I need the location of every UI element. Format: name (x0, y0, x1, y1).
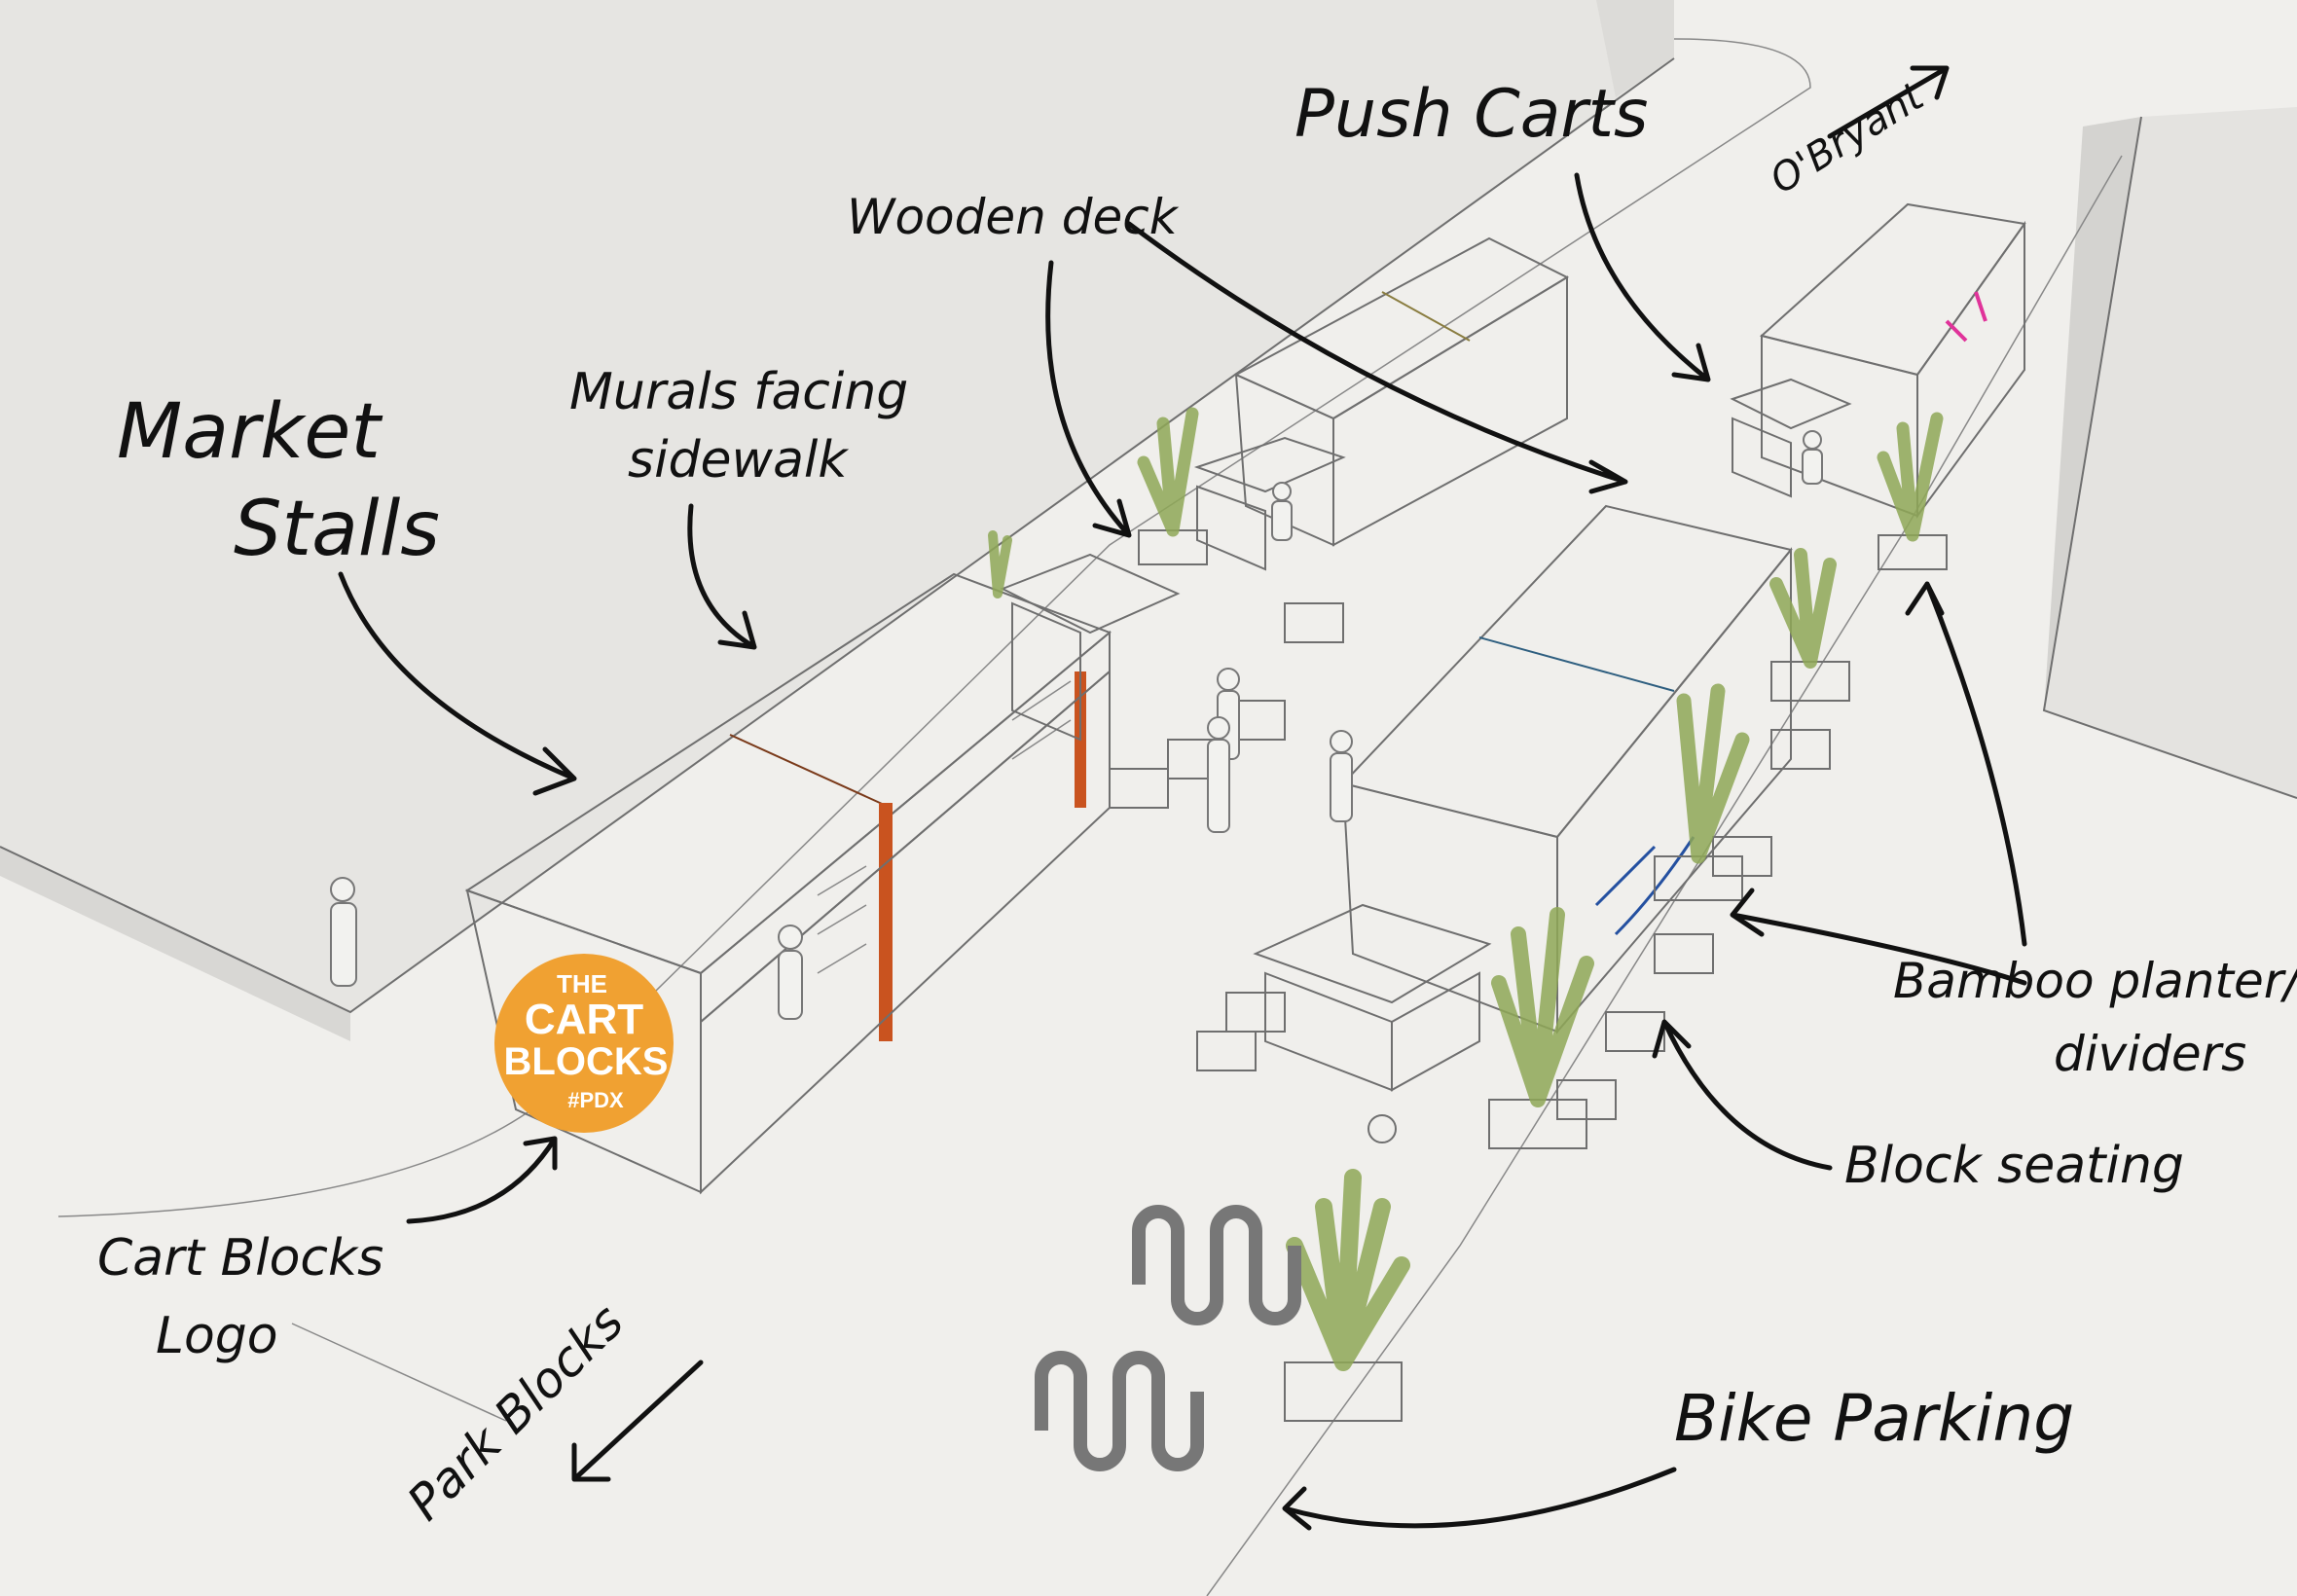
label-push-carts: Push Carts (1294, 76, 1648, 153)
push-cart-back-left (1193, 436, 1346, 571)
label-wooden-deck: Wooden deck (847, 189, 1180, 245)
push-cart-back-right (1730, 378, 1852, 498)
person (330, 877, 357, 987)
cart-blocks-logo: THE CART BLOCKS #PDX (494, 954, 674, 1133)
right-building (2042, 107, 2297, 799)
logo-line-the: THE (557, 969, 607, 998)
label-murals-line1: Murals facing (569, 363, 908, 421)
push-cart-orange (1000, 553, 1181, 742)
label-stalls: Stalls (234, 486, 440, 573)
planter (1137, 407, 1208, 565)
bike-rack-2 (1035, 1351, 1204, 1471)
label-bamboo-line2: dividers (2054, 1026, 2246, 1082)
person (1271, 482, 1293, 541)
push-cart-front (1253, 903, 1492, 1143)
arrow-block-seating (1652, 1019, 1833, 1171)
arrow-wooden-deck-right (1126, 221, 1628, 494)
label-murals-line2: sidewalk (628, 431, 849, 490)
person (778, 925, 803, 1020)
logo-line-pdx: #PDX (567, 1088, 624, 1112)
arrow-obryant (1827, 65, 1950, 139)
market-stall-olive (1233, 236, 1570, 547)
annotation-arrows (338, 65, 2027, 1531)
planter (1488, 907, 1594, 1149)
bamboo-planters (988, 407, 1948, 1422)
bike-rack-1 (1132, 1205, 1301, 1325)
label-block-seating: Block seating (1844, 1137, 2184, 1195)
arrow-push-carts (1574, 172, 1711, 382)
planter (1877, 412, 1948, 570)
arrow-murals (687, 503, 757, 650)
arrow-logo (406, 1136, 558, 1224)
arrow-park-blocks (571, 1360, 704, 1482)
planter (1654, 683, 1750, 901)
arrow-wooden-deck-left (1045, 260, 1132, 538)
arrow-bamboo-2 (1905, 581, 2027, 947)
planter (988, 530, 1012, 598)
arrow-bamboo-1 (1730, 888, 2027, 986)
label-cart-blocks-line1: Cart Blocks (97, 1229, 383, 1288)
left-building (0, 0, 1675, 1041)
arrow-bike-parking (1282, 1467, 1677, 1531)
arrow-market-stalls (338, 571, 577, 796)
people (330, 430, 1823, 1020)
label-bamboo-line1: Bamboo planter/ (1893, 953, 2297, 1009)
logo-line-blocks: BLOCKS (504, 1040, 669, 1083)
planter (1769, 548, 1850, 702)
person (1330, 730, 1353, 822)
person (1802, 430, 1823, 485)
label-bike-parking: Bike Parking (1674, 1381, 2074, 1456)
person (1207, 716, 1230, 833)
planter (1284, 1169, 1410, 1422)
label-cart-blocks-line2: Logo (156, 1307, 278, 1365)
logo-line-cart: CART (525, 996, 643, 1043)
label-market: Market (117, 388, 383, 476)
